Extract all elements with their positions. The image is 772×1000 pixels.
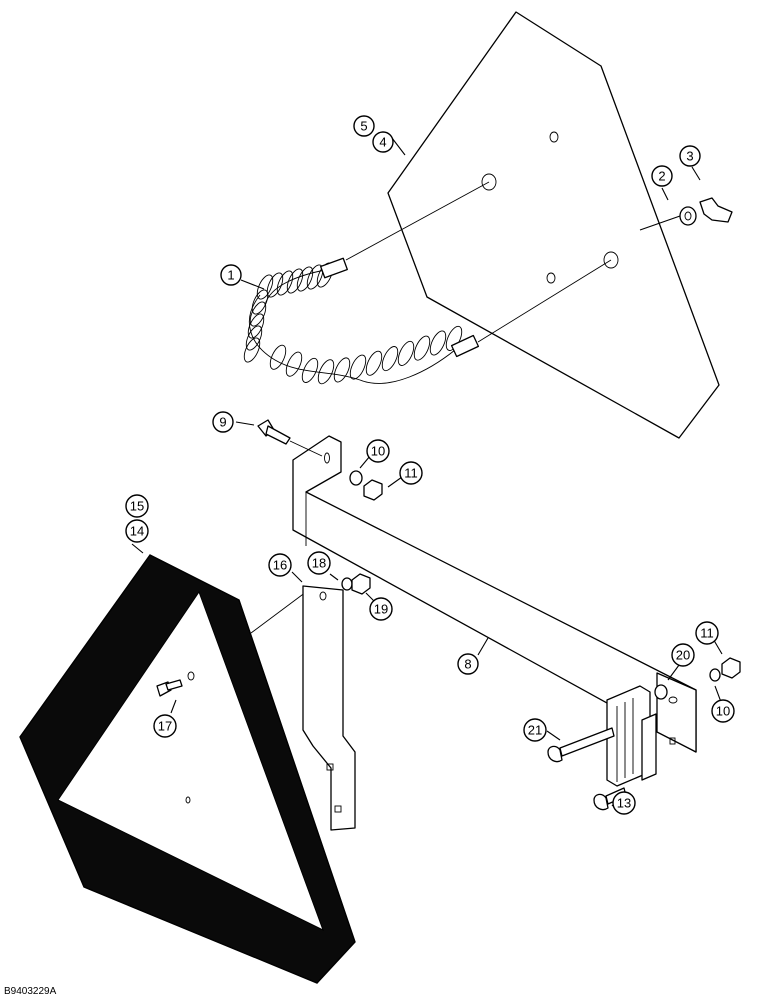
svg-text:11: 11 bbox=[700, 626, 714, 641]
lock-washer bbox=[349, 470, 363, 486]
hex-nut bbox=[363, 479, 383, 501]
callout-13: 13 bbox=[612, 791, 636, 815]
svg-text:20: 20 bbox=[676, 648, 690, 663]
svg-text:10: 10 bbox=[716, 704, 730, 719]
callout-14: 14 bbox=[125, 519, 149, 543]
wing-nut bbox=[639, 197, 733, 231]
hose-coil-loop bbox=[381, 346, 399, 372]
svg-text:14: 14 bbox=[130, 524, 144, 539]
callout-10-top: 10 bbox=[366, 439, 390, 463]
callout-11-right: 11 bbox=[695, 621, 719, 645]
hinge-assembly bbox=[606, 657, 741, 787]
svg-text:19: 19 bbox=[374, 602, 388, 617]
washer bbox=[679, 206, 697, 226]
figure-reference-code: B9403229A bbox=[4, 986, 57, 997]
hose-coil-loop bbox=[445, 325, 463, 351]
callout-16: 16 bbox=[268, 553, 292, 577]
callout-5: 5 bbox=[353, 115, 375, 137]
svg-text:9: 9 bbox=[219, 415, 226, 430]
hose-coil-loop bbox=[266, 272, 284, 298]
hose-coil-loop bbox=[349, 354, 367, 380]
callout-10-right: 10 bbox=[711, 699, 735, 723]
svg-text:15: 15 bbox=[130, 499, 144, 514]
smv-emblem bbox=[19, 554, 356, 984]
callout-1: 1 bbox=[220, 264, 242, 286]
hose-coil-loop bbox=[429, 330, 447, 356]
svg-text:17: 17 bbox=[158, 719, 172, 734]
svg-text:16: 16 bbox=[273, 558, 287, 573]
svg-text:3: 3 bbox=[686, 149, 693, 164]
emblem-bracket bbox=[302, 573, 371, 831]
svg-text:13: 13 bbox=[617, 796, 631, 811]
hose-coil-loop bbox=[413, 335, 431, 361]
svg-text:18: 18 bbox=[312, 556, 326, 571]
callout-11-top: 11 bbox=[399, 461, 423, 485]
callout-8: 8 bbox=[457, 653, 479, 675]
coiled-hose bbox=[243, 181, 612, 385]
svg-text:2: 2 bbox=[658, 169, 665, 184]
hose-coil-loop bbox=[296, 266, 314, 292]
hose-coil-loop bbox=[306, 264, 324, 290]
svg-text:4: 4 bbox=[379, 135, 386, 150]
hose-coil-loop bbox=[333, 357, 351, 383]
leader-lines bbox=[131, 137, 723, 807]
callout-20: 20 bbox=[671, 643, 695, 667]
hose-coil-loop bbox=[269, 344, 287, 370]
callout-4: 4 bbox=[372, 131, 394, 153]
callout-18: 18 bbox=[307, 551, 331, 575]
callout-15: 15 bbox=[125, 494, 149, 518]
svg-text:5: 5 bbox=[360, 119, 367, 134]
svg-text:21: 21 bbox=[528, 723, 542, 738]
hose-coil-loop bbox=[301, 357, 319, 383]
svg-text:11: 11 bbox=[404, 466, 418, 481]
callout-19: 19 bbox=[369, 597, 393, 621]
hose-coil-loop bbox=[276, 270, 294, 296]
svg-text:8: 8 bbox=[464, 657, 471, 672]
hose-coil-loop bbox=[286, 268, 304, 294]
hose-coil-loop bbox=[365, 350, 383, 376]
hose-coil-loop bbox=[317, 359, 335, 385]
callout-17: 17 bbox=[153, 714, 177, 738]
support-bracket bbox=[292, 435, 697, 753]
svg-text:10: 10 bbox=[371, 444, 385, 459]
hose-coil-loop bbox=[243, 337, 261, 363]
hose-coil-loop bbox=[256, 274, 274, 300]
callout-9: 9 bbox=[212, 411, 234, 433]
callout-2: 2 bbox=[651, 165, 673, 187]
bolt bbox=[257, 419, 323, 457]
svg-text:1: 1 bbox=[227, 268, 234, 283]
callout-21: 21 bbox=[523, 718, 547, 742]
hose-coil-loop bbox=[285, 351, 303, 377]
hose-coil-loop bbox=[397, 340, 415, 366]
callout-3: 3 bbox=[679, 145, 701, 167]
mounting-plate bbox=[387, 11, 720, 439]
